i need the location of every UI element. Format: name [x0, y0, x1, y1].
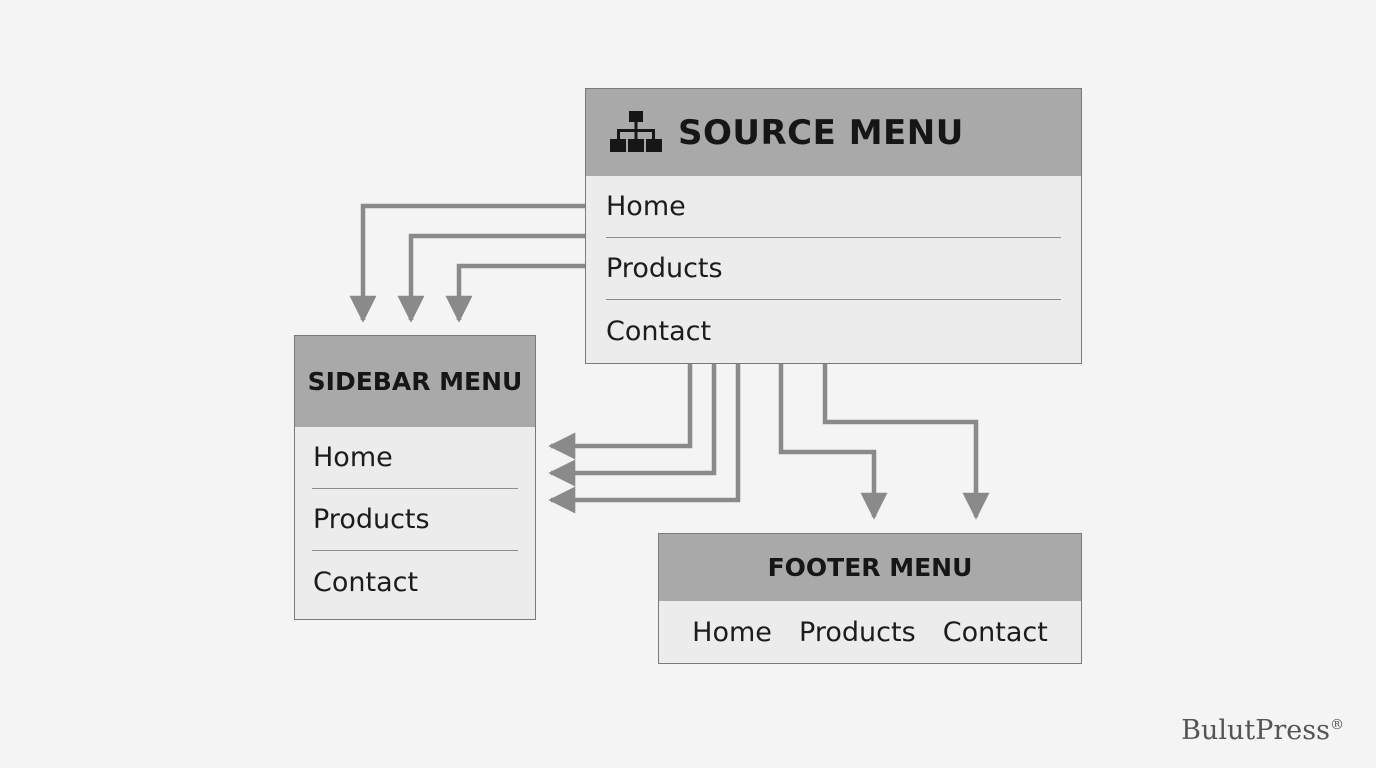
source-menu-title: SOURCE MENU [678, 112, 964, 153]
arrow-source-to-sidebar-6 [548, 364, 741, 514]
sidebar-menu-header: SIDEBAR MENU [295, 336, 535, 427]
footer-menu-item-home[interactable]: Home [692, 616, 772, 648]
arrow-source-to-sidebar-2 [397, 233, 585, 323]
arrow-source-to-sidebar-5 [548, 364, 717, 487]
footer-menu-item-products[interactable]: Products [799, 616, 916, 648]
source-menu-header: SOURCE MENU [586, 89, 1081, 176]
sidebar-menu-list: Home Products Contact [295, 427, 535, 613]
footer-menu-title: FOOTER MENU [767, 553, 973, 582]
source-menu-box: SOURCE MENU Home Products Contact [585, 88, 1082, 364]
arrow-source-to-footer-1 [778, 364, 888, 520]
sidebar-menu-item-contact[interactable]: Contact [313, 566, 419, 598]
arrow-source-to-sidebar-4 [548, 364, 693, 460]
brand-logo: BulutPress® [1181, 715, 1344, 746]
source-menu-list: Home Products Contact [586, 176, 1081, 362]
source-menu-item-products[interactable]: Products [606, 238, 1061, 300]
footer-menu-item-contact[interactable]: Contact [942, 616, 1048, 648]
sidebar-menu-title: SIDEBAR MENU [307, 367, 523, 396]
arrow-source-to-footer-2 [822, 364, 990, 520]
footer-menu-list: Home Products Contact [659, 601, 1081, 663]
registered-mark: ® [1330, 717, 1344, 733]
footer-menu-header: FOOTER MENU [659, 534, 1081, 601]
sidebar-menu-item-home[interactable]: Home [312, 427, 518, 489]
brand-name: BulutPress [1181, 715, 1330, 746]
sidebar-menu-box: SIDEBAR MENU Home Products Contact [294, 335, 536, 620]
source-menu-item-contact[interactable]: Contact [606, 315, 712, 347]
arrow-source-to-sidebar-1 [349, 203, 585, 323]
arrow-source-to-sidebar-3 [445, 263, 585, 323]
sitemap-icon [610, 110, 662, 152]
source-menu-item-home[interactable]: Home [606, 176, 1061, 238]
sidebar-menu-item-products[interactable]: Products [312, 489, 518, 551]
footer-menu-box: FOOTER MENU Home Products Contact [658, 533, 1082, 664]
